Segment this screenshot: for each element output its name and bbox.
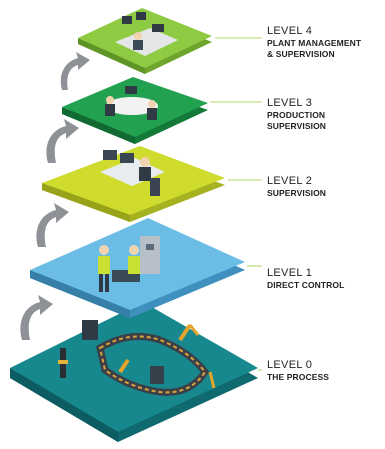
curved-up-arrow-icon bbox=[20, 295, 53, 340]
level-1-label: LEVEL 1 DIRECT CONTROL bbox=[267, 266, 383, 291]
level-2-number: LEVEL 2 bbox=[267, 175, 313, 187]
level-4-name-line-2: & SUPERVISION bbox=[267, 49, 335, 59]
level-1-name-line-1: DIRECT CONTROL bbox=[267, 280, 345, 290]
platform-level-0 bbox=[10, 302, 258, 442]
level-4-name-line-1: PLANT MANAGEMENT bbox=[267, 38, 362, 48]
level-0-label: LEVEL 0 THE PROCESS bbox=[267, 358, 383, 383]
level-3-label: LEVEL 3 PRODUCTION SUPERVISION bbox=[267, 96, 383, 132]
level-1-number: LEVEL 1 bbox=[267, 267, 313, 279]
level-4-label: LEVEL 4 PLANT MANAGEMENT & SUPERVISION bbox=[267, 24, 383, 60]
curved-up-arrow-icon bbox=[46, 119, 79, 163]
platform-level-1 bbox=[30, 218, 245, 318]
leader-lines bbox=[210, 37, 262, 371]
level-4-number: LEVEL 4 bbox=[267, 25, 313, 37]
platform-level-4 bbox=[78, 8, 212, 74]
level-3-name-line-2: SUPERVISION bbox=[267, 121, 327, 131]
level-0-name-line-1: THE PROCESS bbox=[267, 372, 330, 382]
level-2-label: LEVEL 2 SUPERVISION bbox=[267, 174, 383, 199]
platform-level-2 bbox=[42, 146, 225, 222]
curved-up-arrow-icon bbox=[60, 52, 90, 90]
level-0-number: LEVEL 0 bbox=[267, 359, 313, 371]
curved-up-arrow-icon bbox=[36, 203, 69, 247]
level-2-name-line-1: SUPERVISION bbox=[267, 188, 327, 198]
level-3-number: LEVEL 3 bbox=[267, 97, 313, 109]
level-3-name-line-1: PRODUCTION bbox=[267, 110, 326, 120]
platform-level-3 bbox=[62, 77, 208, 144]
